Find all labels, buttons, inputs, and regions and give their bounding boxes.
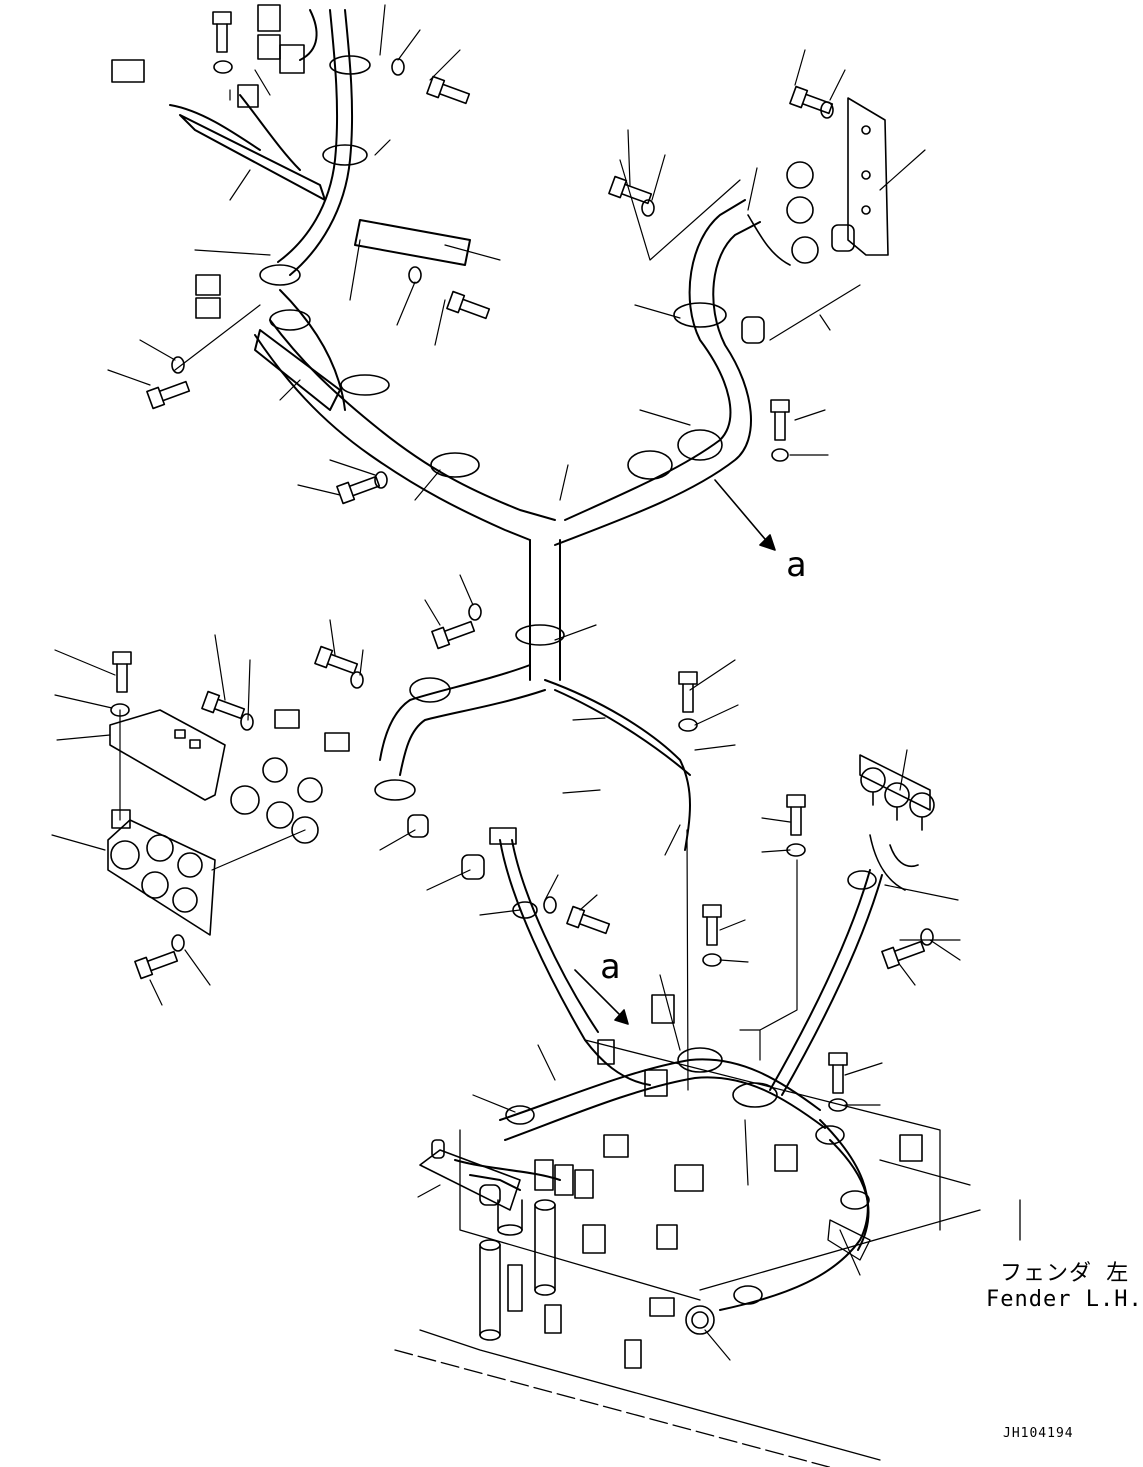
mounting-standoffs: [479, 994, 923, 1369]
leader-lines: [51, 4, 961, 1361]
lower-frame: [394, 1039, 1021, 1467]
harness-clamps-lower: [461, 827, 877, 1335]
drawing-number: JH104194: [1003, 1426, 1074, 1441]
connector-group-upper-left: [111, 4, 305, 319]
switch-bracket-upper-right: [741, 97, 889, 344]
fender-label-english: Fender L.H.: [986, 1287, 1143, 1312]
relay-block-lower: [419, 1139, 594, 1211]
fender-label-japanese: フェンダ 左: [1000, 1261, 1130, 1286]
view-arrow-a-lower: [574, 969, 629, 1025]
bolt-set: [112, 11, 926, 1094]
view-reference-label-upper: a: [786, 545, 807, 585]
switch-cluster-left: [230, 709, 429, 844]
harness-upper-branch: [169, 9, 471, 411]
bracket-plate-left: [107, 709, 226, 936]
view-arrow-a-upper: [714, 479, 776, 551]
harness-main-trunk: [254, 199, 761, 851]
washer-set: [110, 58, 934, 1112]
harness-clamps-upper: [259, 55, 727, 801]
bulb-set: [859, 754, 935, 891]
view-reference-label-lower: a: [600, 947, 621, 987]
harness-lower: [454, 839, 883, 1311]
